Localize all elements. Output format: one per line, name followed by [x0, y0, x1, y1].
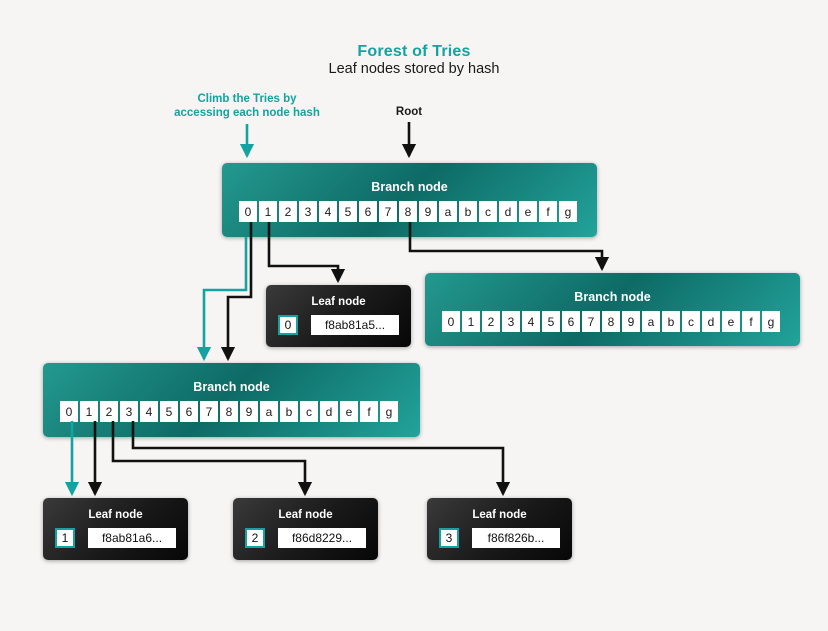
- branch-cell-7: 7: [200, 401, 218, 422]
- branch-cell-4: 4: [319, 201, 337, 222]
- branch-cell-0: 0: [442, 311, 460, 332]
- branch-cell-6: 6: [562, 311, 580, 332]
- branch-cell-7: 7: [582, 311, 600, 332]
- root-annotation: Root: [395, 106, 423, 118]
- branch-cell-8: 8: [399, 201, 417, 222]
- branch-cell-a: a: [642, 311, 660, 332]
- branch-cell-3: 3: [299, 201, 317, 222]
- branch-cell-g: g: [762, 311, 780, 332]
- branch-cell-g: g: [380, 401, 398, 422]
- leaf-node-1-row: 1 f8ab81a6...: [43, 528, 188, 548]
- leaf-node-3-index: 3: [439, 528, 459, 548]
- branch-cell-0: 0: [239, 201, 257, 222]
- branch-cell-3: 3: [502, 311, 520, 332]
- branch-cell-f: f: [539, 201, 557, 222]
- leaf-node-2-hash: f86d8229...: [278, 528, 366, 548]
- branch-cell-3: 3: [120, 401, 138, 422]
- leaf-node-2-label: Leaf node: [278, 509, 333, 521]
- leaf-node-2: Leaf node 2 f86d8229...: [233, 498, 378, 560]
- leaf-node-3: Leaf node 3 f86f826b...: [427, 498, 572, 560]
- branch-cell-8: 8: [220, 401, 238, 422]
- branch-cell-5: 5: [160, 401, 178, 422]
- branch-cell-f: f: [742, 311, 760, 332]
- climb-annotation-line1: Climb the Tries by: [197, 93, 297, 105]
- branch-cell-d: d: [499, 201, 517, 222]
- branch-cell-a: a: [260, 401, 278, 422]
- leaf-node-0-hash: f8ab81a5...: [311, 315, 399, 335]
- branch-cell-4: 4: [522, 311, 540, 332]
- branch-cell-9: 9: [622, 311, 640, 332]
- branch-cell-2: 2: [279, 201, 297, 222]
- branch-cell-9: 9: [419, 201, 437, 222]
- arrow-climb-path-to-left-branch: [196, 237, 248, 362]
- branch-cell-f: f: [360, 401, 378, 422]
- branch-cell-8: 8: [602, 311, 620, 332]
- branch-cell-e: e: [340, 401, 358, 422]
- branch-cell-d: d: [320, 401, 338, 422]
- branch-cell-e: e: [722, 311, 740, 332]
- diagram-title: Forest of Tries: [357, 43, 471, 60]
- branch-node-right-label: Branch node: [574, 290, 651, 304]
- arrow-rootcell0-to-left-branch: [220, 222, 253, 362]
- branch-cell-2: 2: [482, 311, 500, 332]
- branch-node-left-label: Branch node: [193, 380, 270, 394]
- branch-cell-1: 1: [462, 311, 480, 332]
- leaf-node-0-label: Leaf node: [311, 296, 366, 308]
- branch-cell-6: 6: [180, 401, 198, 422]
- diagram-subtitle: Leaf nodes stored by hash: [328, 61, 500, 77]
- leaf-node-3-label: Leaf node: [472, 509, 527, 521]
- leaf-node-1-label: Leaf node: [88, 509, 143, 521]
- climb-annotation: Climb the Tries by accessing each node h…: [122, 92, 372, 120]
- leaf-node-3-row: 3 f86f826b...: [427, 528, 572, 548]
- branch-cell-7: 7: [379, 201, 397, 222]
- branch-cell-0: 0: [60, 401, 78, 422]
- leaf-node-1: Leaf node 1 f8ab81a6...: [43, 498, 188, 560]
- branch-cell-5: 5: [542, 311, 560, 332]
- leaf-node-2-row: 2 f86d8229...: [233, 528, 378, 548]
- branch-cell-b: b: [280, 401, 298, 422]
- branch-cell-c: c: [682, 311, 700, 332]
- leaf-node-1-hash: f8ab81a6...: [88, 528, 176, 548]
- climb-annotation-line2: accessing each node hash: [174, 107, 320, 119]
- branch-cell-6: 6: [359, 201, 377, 222]
- branch-node-root-label: Branch node: [371, 180, 448, 194]
- leaf-node-2-index: 2: [245, 528, 265, 548]
- branch-cell-1: 1: [259, 201, 277, 222]
- branch-cell-4: 4: [140, 401, 158, 422]
- branch-cell-9: 9: [240, 401, 258, 422]
- branch-cell-e: e: [519, 201, 537, 222]
- branch-cell-c: c: [300, 401, 318, 422]
- branch-cell-a: a: [439, 201, 457, 222]
- leaf-node-0-index: 0: [278, 315, 298, 335]
- branch-cell-5: 5: [339, 201, 357, 222]
- branch-cell-d: d: [702, 311, 720, 332]
- branch-cell-b: b: [459, 201, 477, 222]
- branch-cell-c: c: [479, 201, 497, 222]
- branch-cell-b: b: [662, 311, 680, 332]
- branch-cell-g: g: [559, 201, 577, 222]
- branch-cell-1: 1: [80, 401, 98, 422]
- branch-cell-2: 2: [100, 401, 118, 422]
- leaf-node-0-row: 0 f8ab81a5...: [266, 315, 411, 335]
- leaf-node-3-hash: f86f826b...: [472, 528, 560, 548]
- leaf-node-0: Leaf node 0 f8ab81a5...: [266, 285, 411, 347]
- leaf-node-1-index: 1: [55, 528, 75, 548]
